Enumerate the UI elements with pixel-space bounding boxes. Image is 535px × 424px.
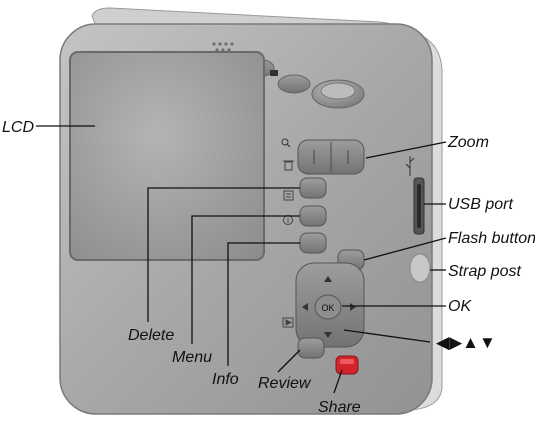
label-flash-button: Flash button [448, 230, 535, 247]
mode-indicator-icon [270, 70, 278, 76]
info-button[interactable] [299, 232, 327, 254]
review-button[interactable] [297, 337, 325, 359]
label-delete: Delete [128, 327, 174, 344]
label-lcd: LCD [2, 119, 34, 136]
menu-lines-icon [283, 190, 294, 201]
shutter-button[interactable] [320, 82, 356, 100]
strap-post [409, 253, 431, 283]
label-share: Share [318, 399, 361, 416]
mode-button[interactable] [277, 74, 311, 94]
trash-icon [283, 160, 294, 171]
label-zoom: Zoom [447, 134, 489, 151]
label-review: Review [258, 375, 312, 392]
leader-lines [36, 125, 447, 394]
delete-button[interactable] [299, 177, 327, 199]
zoom-rocker[interactable] [297, 139, 365, 175]
label-ok: OK [448, 298, 472, 315]
share-button[interactable] [335, 355, 359, 375]
label-menu: Menu [172, 349, 212, 366]
play-icon [282, 317, 294, 328]
lcd-screen [69, 51, 265, 261]
usb-icon [405, 156, 415, 176]
usb-port-inner [417, 184, 421, 228]
svg-text:OK: OK [321, 303, 334, 313]
zoom-icon [281, 138, 291, 148]
menu-button[interactable] [299, 205, 327, 227]
label-usb-port: USB port [448, 196, 513, 213]
ok-button[interactable]: OK [314, 294, 342, 320]
share-button-highlight [340, 359, 354, 364]
label-info: Info [212, 371, 239, 388]
label-arrows: ◀▶▲▼ [436, 333, 496, 352]
label-strap-post: Strap post [448, 263, 521, 280]
